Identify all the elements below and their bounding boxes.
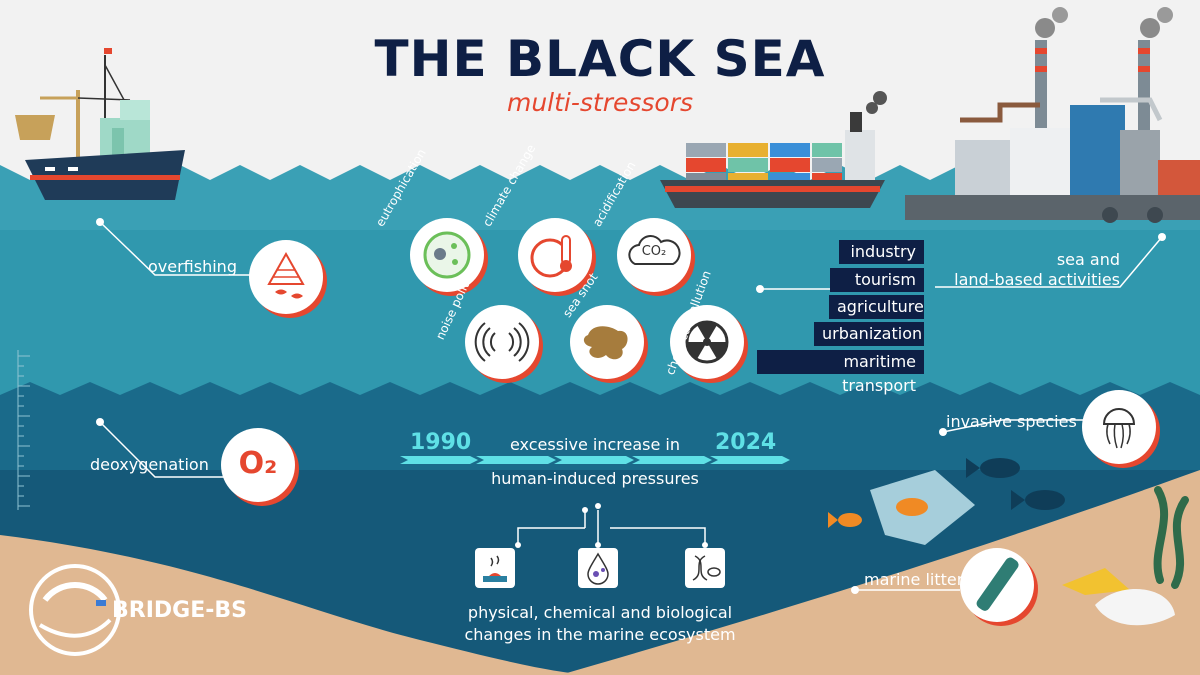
page-subtitle: multi-stressors: [506, 88, 694, 117]
activities-label-line2: land-based activities: [954, 270, 1120, 289]
biological-change-icon: [685, 548, 725, 588]
logo-text: BRIDGE-BS: [112, 598, 247, 623]
connector-dots: [96, 218, 1166, 594]
overfishing-label: overfishing: [148, 257, 237, 276]
activity-tourism: tourism: [830, 268, 924, 292]
sound-waves-icon: [474, 322, 530, 362]
depth-ruler: [17, 350, 30, 510]
changes-text-line2: changes in the marine ecosystem: [464, 625, 736, 644]
chemical-pollution-circle: [670, 305, 744, 379]
bridge-bs-logo-mark: [29, 564, 121, 656]
mucilage-blob-icon: [583, 326, 628, 360]
activity-urbanization: urbanization: [814, 322, 924, 346]
sea-snot-circle: [570, 305, 644, 379]
seabed-right: [560, 470, 1200, 675]
marine-litter-label: marine litter: [864, 570, 964, 589]
acidification-circle: CO₂: [617, 218, 691, 292]
invasive-species-label: invasive species: [946, 412, 1077, 431]
seaweed-icon: [1153, 486, 1189, 589]
fish-icon: [966, 458, 1065, 510]
cargo-ship-icon: [660, 91, 887, 208]
deoxygenation-label: deoxygenation: [90, 455, 209, 474]
co2-symbol: CO₂: [641, 244, 667, 259]
activity-agriculture: agriculture: [829, 295, 924, 319]
invasive-species-circle: [1082, 390, 1156, 464]
co2-cloud-icon: [628, 235, 681, 265]
connector-lines: [99, 221, 1163, 591]
timeline-arrows: [400, 456, 790, 464]
timeline-text-line1: excessive increase in: [509, 435, 680, 454]
seabed-left: [0, 535, 600, 675]
bacteria-icon: [423, 231, 471, 279]
timeline-start-year: 1990: [410, 430, 472, 455]
plastic-bag-icon: [870, 470, 975, 545]
marine-litter-circle: [960, 548, 1034, 622]
activity-maritime-transport: maritime transport: [757, 350, 924, 395]
thermometer-globe-icon: [530, 235, 572, 278]
timeline-text-line2: human-induced pressures: [491, 469, 699, 488]
physical-change-icon: [475, 548, 515, 588]
fishing-net-icon: [267, 251, 305, 299]
oxygen-symbol: O₂: [238, 446, 278, 481]
overfishing-circle: [249, 240, 323, 314]
factory-icon: [905, 7, 1200, 223]
activities-label-line1: sea and: [1056, 250, 1120, 269]
changes-text-line1: physical, chemical and biological: [467, 603, 733, 622]
eutrophication-circle: [410, 218, 484, 292]
radiation-icon: [685, 320, 729, 364]
fishing-boat-icon: [15, 48, 185, 200]
deoxygenation-circle: O₂: [221, 428, 295, 502]
litter-debris-icon: [1062, 568, 1175, 626]
orange-fish-icon: [828, 512, 862, 528]
jellyfish-icon: [1102, 408, 1136, 449]
bottle-icon: [976, 557, 1019, 611]
climate-change-circle: [518, 218, 592, 292]
page-title: THE BLACK SEA: [374, 30, 826, 88]
timeline-end-year: 2024: [715, 430, 777, 455]
noise-pollution-circle: [465, 305, 539, 379]
activity-industry: industry: [839, 240, 924, 264]
chemical-change-icon: [578, 548, 618, 588]
